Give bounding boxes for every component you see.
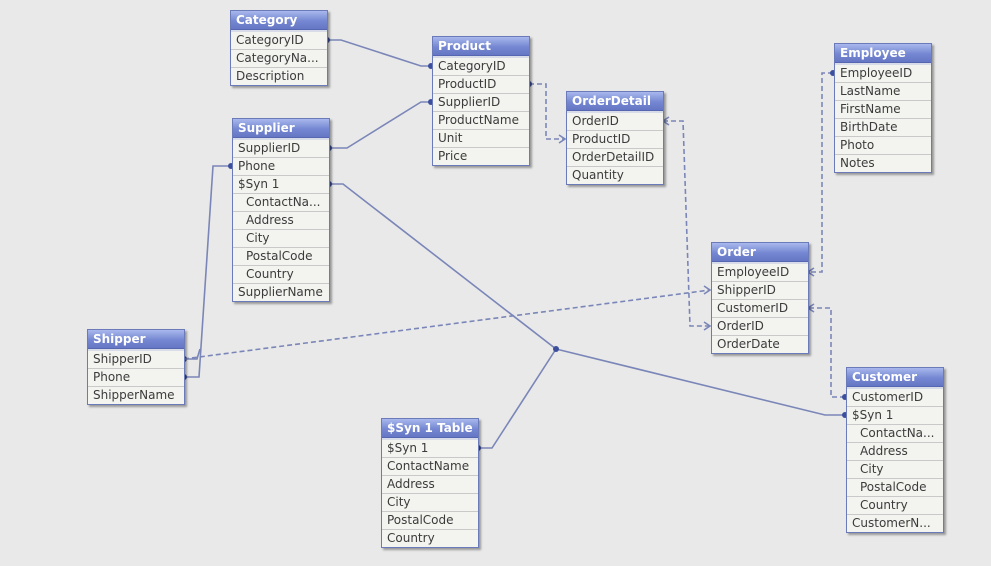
table-title[interactable]: Supplier [233,119,329,138]
field-row[interactable]: City [847,461,943,479]
field-row[interactable]: FirstName [835,101,931,119]
field-row[interactable]: CustomerID [847,389,943,407]
link-syn-table [478,348,557,449]
field-row[interactable]: ShipperID [88,351,184,369]
field-row[interactable]: $Syn 1 [847,407,943,425]
table-title[interactable]: Category [231,11,327,30]
field-row[interactable]: PostalCode [233,248,329,266]
field-row[interactable]: EmployeeID [712,264,808,282]
field-row[interactable]: BirthDate [835,119,931,137]
link-orderdetail-order [663,120,710,327]
field-row[interactable]: Phone [88,369,184,387]
field-row[interactable]: SupplierName [238,285,323,299]
field-row[interactable]: City [233,230,329,248]
field-row[interactable]: CustomerN... [852,516,931,530]
field-row[interactable]: OrderID [712,318,808,336]
field-row[interactable]: Quantity [572,168,624,182]
field-row[interactable]: LastName [835,83,931,101]
link-customer-order [808,307,845,398]
field-row[interactable]: ContactNa... [233,194,329,212]
field-row[interactable]: Price [438,149,468,163]
field-row[interactable]: ContactNa... [847,425,943,443]
link-shipper-supplier-phone [184,165,231,378]
field-row[interactable]: Address [233,212,329,230]
field-row[interactable]: CustomerID [712,300,808,318]
field-row[interactable]: $Syn 1 [382,440,478,458]
link-syn-supplier [329,183,557,350]
field-row[interactable]: Phone [233,158,329,176]
field-row[interactable]: Unit [433,130,529,148]
field-row[interactable]: CategoryID [231,32,327,50]
field-row[interactable]: PostalCode [847,479,943,497]
field-row[interactable]: OrderDetailID [567,149,663,167]
link-arrowhead [558,134,567,144]
field-row[interactable]: Address [847,443,943,461]
field-row[interactable]: Country [233,266,329,284]
table-title[interactable]: Product [433,37,529,56]
field-row[interactable]: Country [847,497,943,515]
field-row[interactable]: CategoryID [433,58,529,76]
table-title[interactable]: Order [712,243,808,262]
field-row[interactable]: Notes [840,156,875,170]
synthetic-key-junction [553,346,559,352]
field-row[interactable]: Photo [835,137,931,155]
field-row[interactable]: Address [382,476,478,494]
link-arrowhead [703,321,712,331]
link-arrowhead [703,285,712,295]
table-title[interactable]: Employee [835,44,931,63]
table-title[interactable]: $Syn 1 Table [382,419,478,438]
table-title[interactable]: Customer [847,368,943,387]
field-row[interactable]: ShipperName [93,388,175,402]
link-shipper-branch [184,348,201,360]
field-row[interactable]: OrderID [567,113,663,131]
field-row[interactable]: City [382,494,478,512]
field-row[interactable]: SupplierID [233,140,329,158]
field-row[interactable]: ProductID [567,131,663,149]
link-employee-order [808,72,833,273]
link-category-product [327,39,431,67]
table-title[interactable]: OrderDetail [567,92,663,111]
link-supplier-product [329,101,431,149]
field-row[interactable]: PostalCode [382,512,478,530]
field-row[interactable]: ProductID [433,76,529,94]
link-syn-customer [555,348,845,416]
field-row[interactable]: SupplierID [433,94,529,112]
field-row[interactable]: ShipperID [712,282,808,300]
field-row[interactable]: Country [387,531,435,545]
field-row[interactable]: EmployeeID [835,65,931,83]
field-row[interactable]: OrderDate [717,337,780,351]
link-product-orderdetail [529,83,565,140]
field-row[interactable]: ProductName [433,112,529,130]
table-title[interactable]: Shipper [88,330,184,349]
field-row[interactable]: Description [236,69,305,83]
field-row[interactable]: ContactName [382,458,478,476]
field-row[interactable]: $Syn 1 [233,176,329,194]
field-row[interactable]: CategoryNa... [231,50,327,68]
